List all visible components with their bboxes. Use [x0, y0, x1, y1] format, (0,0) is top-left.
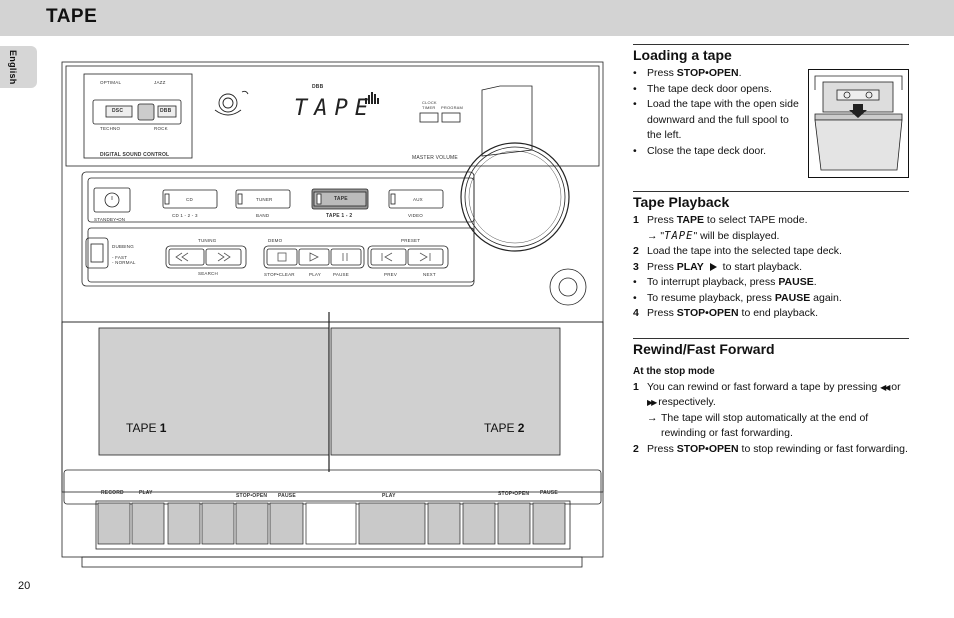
techno-label: TECHNO: [100, 126, 121, 131]
dbb-button-label: DBB: [160, 108, 172, 114]
preset-label: PRESET: [401, 238, 421, 243]
page-title: TAPE: [46, 6, 98, 27]
search-label: SEARCH: [198, 271, 218, 276]
playback-rule: [633, 191, 909, 192]
demo-label: DEMO: [268, 238, 283, 243]
lcd-display: TAPE: [294, 96, 375, 121]
list-item: •To resume playback, press PAUSE again.: [633, 291, 842, 304]
rewind-title: Rewind/Fast Forward: [633, 341, 775, 357]
aux-button: [388, 189, 444, 209]
cd-button: [162, 189, 218, 209]
fast-forward-icon: ▶▶: [647, 398, 657, 407]
deck2-play-label: PLAY: [382, 493, 396, 499]
loading-section: Loading a tape: [633, 46, 909, 64]
rock-label: ROCK: [154, 126, 168, 131]
rewind-icon: ◀◀: [880, 382, 890, 392]
jazz-label: JAZZ: [154, 80, 166, 85]
tape1-label: TAPE 1: [126, 421, 167, 435]
list-item: →The tape will stop automatically at the…: [647, 411, 869, 440]
rewind-rule: [633, 338, 909, 339]
cd-sub-label: CD 1 - 2 - 3: [172, 213, 198, 218]
dubbing-label: DUBBING: [112, 244, 134, 249]
device-body: [61, 61, 604, 558]
device-illustration: OPTIMAL JAZZ DSC DBB TECHNO ROCK DIGITAL…: [60, 60, 605, 570]
next-label: NEXT: [423, 272, 436, 277]
page-header: TAPE: [0, 0, 954, 36]
list-item: •The tape deck door opens.: [633, 82, 772, 95]
loading-rule: [633, 44, 909, 45]
video-label: VIDEO: [408, 213, 424, 218]
record-label: RECORD: [101, 490, 124, 496]
stop-clear-label: STOP•CLEAR: [264, 272, 295, 277]
list-item: •Load the tape with the open side downwa…: [633, 98, 799, 141]
tape-sub-label: TAPE 1 - 2: [326, 213, 353, 219]
deck2-pause-label: PAUSE: [540, 490, 558, 496]
tape-deck-2: [330, 327, 561, 456]
volume-knob: [460, 142, 570, 252]
fast-label: - FAST: [112, 255, 128, 260]
language-label: English: [8, 50, 18, 85]
cassette-loading-image: [808, 69, 909, 178]
tuning-label: TUNING: [198, 238, 217, 243]
playback-title: Tape Playback: [633, 194, 730, 210]
tape2-label: TAPE 2: [484, 421, 525, 435]
aux-label: AUX: [413, 197, 423, 202]
deck2-stop-open-label: STOP•OPEN: [498, 491, 530, 497]
optimal-label: OPTIMAL: [100, 80, 122, 85]
control-panel: [81, 171, 475, 287]
tuner-label: TUNER: [256, 197, 273, 202]
standby-label: STANDBY•ON: [94, 217, 126, 222]
band-label: BAND: [256, 213, 270, 218]
play-icon: [709, 262, 717, 271]
play-control-label: PLAY: [309, 272, 321, 277]
top-panel: [65, 65, 600, 167]
list-item: •Press STOP•OPEN.: [633, 67, 742, 79]
pause-control-label: PAUSE: [333, 272, 349, 277]
dsc-panel: [83, 73, 193, 159]
deck1-play-label: PLAY: [139, 490, 153, 496]
dbb-indicator: DBB: [312, 84, 324, 90]
device-drawing: [61, 61, 604, 568]
list-item: •To interrupt playback, press PAUSE.: [633, 276, 817, 288]
cd-label: CD: [186, 197, 193, 202]
master-volume-label: MASTER VOLUME: [412, 155, 458, 161]
prev-label: PREV: [384, 272, 398, 277]
deck1-stop-open-label: STOP•OPEN: [236, 493, 268, 499]
tape-label: TAPE: [334, 196, 348, 202]
list-item: •Close the tape deck door.: [633, 144, 767, 157]
rewind-subhead: At the stop mode: [633, 366, 715, 377]
tuner-button: [235, 189, 291, 209]
clock-timer-label: CLOCK TIMER: [422, 100, 437, 110]
tape-deck-1: [98, 327, 330, 456]
loading-list: •Press STOP•OPEN. •The tape deck door op…: [633, 66, 803, 159]
deck1-pause-label: PAUSE: [278, 493, 296, 499]
normal-label: - NORMAL: [112, 260, 136, 265]
list-item: → "TAPE" will be displayed.: [647, 229, 780, 242]
program-label: PROGRAM: [441, 105, 464, 110]
loading-title: Loading a tape: [633, 47, 732, 63]
digital-sound-control-label: DIGITAL SOUND CONTROL: [100, 152, 170, 158]
dsc-button-label: DSC: [112, 108, 124, 114]
page-number: 20: [18, 580, 31, 592]
language-tab: English: [0, 46, 37, 88]
